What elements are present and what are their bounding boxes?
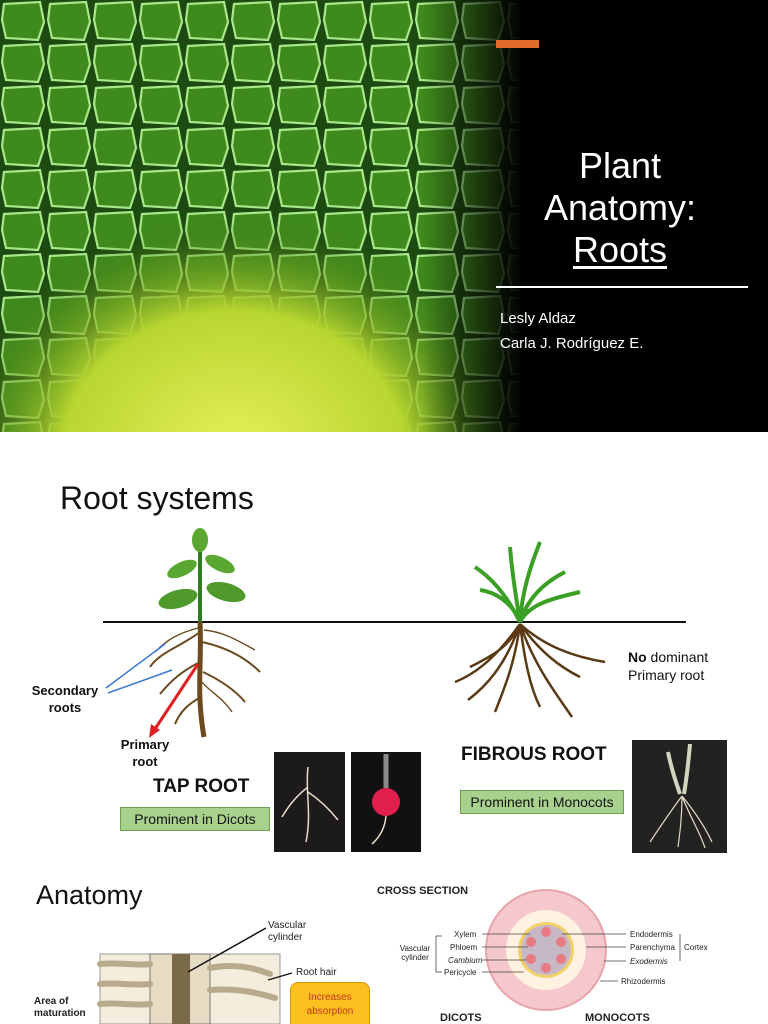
root-diagram [103,528,727,853]
author-1: Lesly Aldaz [500,310,576,327]
fibrous-root-heading: FIBROUS ROOT [461,744,607,765]
increases-absorption-box: Increases absorption [290,982,370,1024]
root-systems-slide: Root systems [0,432,768,864]
monocots-box: Prominent in Monocots [460,790,624,814]
tap-root-photo [274,752,345,852]
fibrous-root-photo [632,740,727,853]
author-2: Carla J. Rodríguez E. [500,335,644,352]
cambium-label: Cambium [448,956,483,965]
slide-heading: Anatomy [36,880,143,910]
plant-cells-image [0,0,768,432]
title-line-2: Anatomy: [543,187,697,228]
parenchyma-label: Parenchyma [630,943,675,952]
no-dominant-label: No dominant Primary root [628,649,709,683]
slide-heading: Root systems [60,480,254,516]
endodermis-label: Endodermis [630,930,673,939]
slide-title: Plant Anatomy: Roots [500,145,740,271]
accent-bar [496,40,539,48]
rhizodermis-label: Rhizodermis [621,977,666,986]
monocots-label: MONOCOTS [585,1012,650,1024]
vascular-cylinder-label: Vascular cylinder [268,920,307,943]
radish-photo [351,752,421,852]
anatomy-slide: Anatomy [0,864,768,1024]
pericycle-label: Pericycle [444,968,477,977]
longitudinal-root-icon [97,953,281,1024]
title-divider [496,286,748,288]
xylem-label: Xylem [454,930,477,939]
cross-section-title: CROSS SECTION [377,885,469,897]
anatomy-diagram [97,889,681,1024]
phloem-label: Phloem [450,943,478,952]
area-maturation-label: Area of maturation [34,996,86,1019]
title-line-1: Plant [578,145,662,186]
root-hair-label: Root hair [296,967,337,978]
secondary-roots-label: Secondary roots [31,683,99,715]
cross-section-icon [485,889,607,1011]
cortex-label: Cortex [684,943,708,952]
title-line-3: Roots [572,229,668,270]
tap-root-heading: TAP ROOT [153,776,250,797]
tap-root-plant-icon [149,528,261,738]
primary-root-label: Primary root [120,737,170,769]
vascular-cylinder-right-label: Vascular cylinder [399,944,431,962]
title-slide: Plant Anatomy: Roots Lesly Aldaz Carla J… [0,0,768,432]
fibrous-root-plant-icon [454,541,606,718]
dicots-label: DICOTS [440,1012,482,1024]
dicots-box: Prominent in Dicots [120,807,270,831]
exodermis-label: Exodermis [630,957,668,966]
